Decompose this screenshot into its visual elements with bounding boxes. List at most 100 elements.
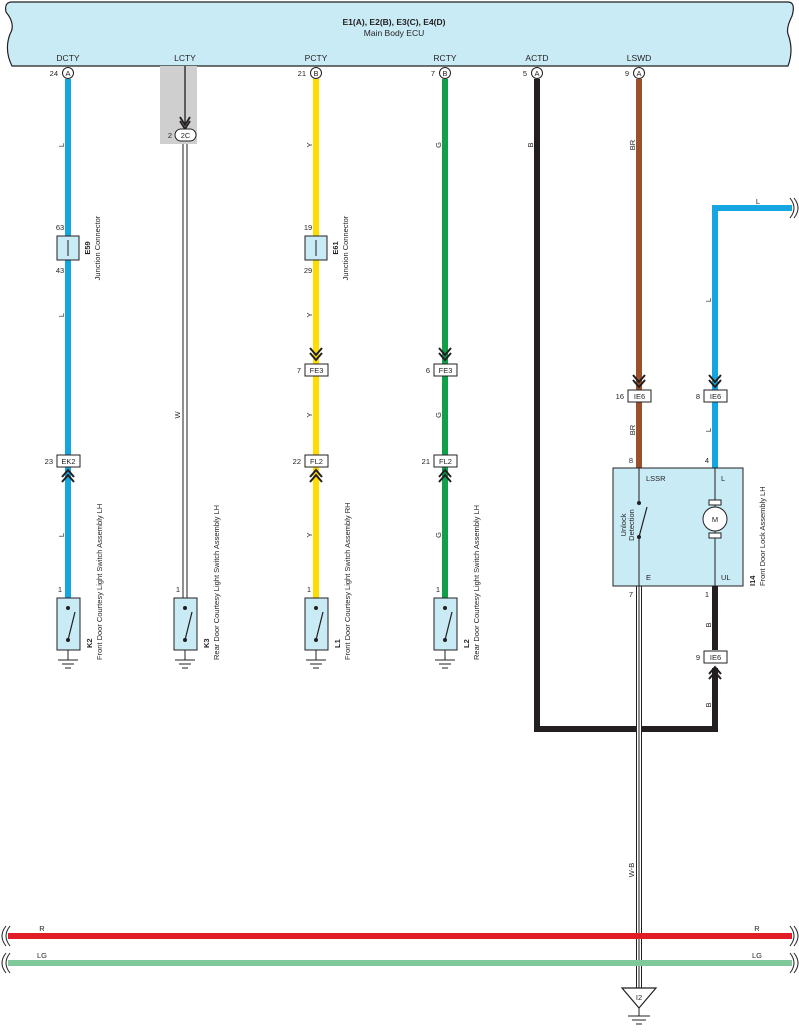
front-door-lock-assembly: 8 4 LSSR L E UL Unlock Detection M 7 1 I…: [612, 456, 767, 599]
fe3-p-pin: 7: [297, 366, 301, 375]
lock-detect-line1: Unlock: [619, 513, 628, 536]
fl2-p-label: FL2: [310, 457, 323, 466]
ground-icon: [620, 987, 658, 1009]
wire-label: L: [57, 313, 66, 317]
wire-label: B: [526, 142, 535, 147]
wire-label: L: [57, 143, 66, 147]
terminal-name-pcty: PCTY: [305, 53, 328, 63]
switch-k2: 1 K2 Front Door Courtesy Light Switch As…: [56, 504, 104, 669]
wire-label: BR: [628, 424, 637, 435]
terminal-conn-actd: A: [534, 69, 539, 78]
l1-name: Front Door Courtesy Light Switch Assembl…: [343, 502, 352, 660]
junction-2c: 2C 2: [168, 116, 197, 142]
ecu-subtitle: Main Body ECU: [364, 28, 424, 38]
junction-2c-label: 2C: [181, 131, 191, 140]
lock-term-l: L: [721, 474, 725, 483]
junction-e61: 19 29 E61 Junction Connector: [304, 215, 350, 280]
k2-name: Front Door Courtesy Light Switch Assembl…: [95, 504, 104, 660]
connector-ie6-l: IE6 8: [696, 374, 728, 403]
conn-circle-pcty: [310, 67, 322, 79]
fl2-p-pin: 22: [293, 457, 301, 466]
k3-pin: 1: [176, 585, 180, 594]
terminal-name-dcty: DCTY: [56, 53, 79, 63]
ie6-b-label: IE6: [710, 653, 721, 662]
lock-motor: M: [712, 515, 718, 524]
k3-name: Rear Door Courtesy Light Switch Assembly…: [212, 505, 221, 660]
wire-label: R: [39, 924, 45, 933]
e61-code: E61: [331, 241, 340, 254]
l1-pin: 1: [307, 585, 311, 594]
main-body-ecu: E1(A), E2(B), E3(C), E4(D) Main Body ECU…: [5, 1, 794, 67]
terminal-name-lswd: LSWD: [627, 53, 652, 63]
e59-top-pin: 63: [56, 223, 64, 232]
lock-pin-lssr: 8: [629, 456, 633, 465]
ground-label: I2: [636, 993, 642, 1002]
bus-break-marks: [1, 197, 799, 974]
k3-code: K3: [202, 638, 211, 648]
ground-point-i2: I2: [620, 987, 658, 1025]
l1-code: L1: [333, 639, 342, 648]
ie6-b-pin: 9: [696, 653, 700, 662]
wire-label: B: [704, 702, 713, 707]
wire-label: Y: [305, 412, 314, 417]
wire-label: G: [434, 532, 443, 538]
wire-label: G: [434, 412, 443, 418]
ie6-l-pin: 8: [696, 392, 700, 401]
terminal-conn-lswd: A: [636, 69, 641, 78]
wire-label: Y: [305, 312, 314, 317]
fe3-p-label: FE3: [310, 366, 324, 375]
ek2-label: EK2: [61, 457, 75, 466]
wires: [8, 66, 792, 988]
conn-circle-lswd: [633, 67, 645, 79]
switch-k3: 1 K3 Rear Door Courtesy Light Switch Ass…: [173, 505, 221, 669]
terminal-name-rcty: RCTY: [433, 53, 456, 63]
wire-label: G: [434, 142, 443, 148]
terminal-pin-dcty: 24: [50, 69, 58, 78]
terminal-pin-rcty: 7: [431, 69, 435, 78]
connector-fl2-rcty: FL2 21: [422, 454, 458, 483]
wire-label: LG: [37, 951, 47, 960]
wire-label: BR: [628, 139, 637, 150]
switch-l1: 1 L1 Front Door Courtesy Light Switch As…: [304, 502, 352, 669]
e59-code: E59: [83, 241, 92, 254]
connector-ie6-b: IE6 9: [696, 650, 728, 680]
wire-label: Y: [305, 532, 314, 537]
wire-label: L: [704, 298, 713, 302]
terminal-conn-pcty: B: [313, 69, 318, 78]
terminal-pin-actd: 5: [523, 69, 527, 78]
lock-name: Front Door Lock Assembly LH: [758, 486, 767, 586]
ie6-l-label: IE6: [710, 392, 721, 401]
connector-fl2-pcty: FL2 22: [293, 454, 329, 483]
wire-label: R: [754, 924, 760, 933]
wire-label: L: [57, 533, 66, 537]
wire-label: W: [173, 411, 182, 419]
l2-pin: 1: [436, 585, 440, 594]
lock-pin-ul: 1: [705, 590, 709, 599]
fe3-r-label: FE3: [439, 366, 453, 375]
lock-detect-line2: Detection: [627, 509, 636, 541]
wire-label: L: [756, 197, 760, 206]
e61-top-pin: 19: [304, 223, 312, 232]
wire-label: Y: [305, 142, 314, 147]
wire-label: B: [704, 622, 713, 627]
terminal-conn-rcty: B: [442, 69, 447, 78]
ie6-br-pin: 16: [616, 392, 624, 401]
terminal-conn-dcty: A: [65, 69, 70, 78]
lock-pin-e: 7: [629, 590, 633, 599]
ecu-terminals: 24 A 17 21 B 7 B 5 A 9 A: [50, 67, 645, 80]
connector-fe3-pcty: FE3 7: [297, 347, 329, 377]
e61-name: Junction Connector: [341, 215, 350, 280]
switch-l2: 1 L2 Rear Door Courtesy Light Switch Ass…: [433, 505, 481, 669]
motor-icon: [702, 506, 728, 532]
k2-code: K2: [85, 638, 94, 648]
e59-name: Junction Connector: [93, 215, 102, 280]
lock-term-e: E: [646, 573, 651, 582]
connector-ek2: EK2 23: [45, 454, 81, 483]
fl2-r-label: FL2: [439, 457, 452, 466]
terminal-name-actd: ACTD: [525, 53, 548, 63]
junction-e59: 63 43 E59 Junction Connector: [56, 215, 102, 280]
l2-name: Rear Door Courtesy Light Switch Assembly…: [472, 505, 481, 660]
connector-ie6-br: IE6 16: [616, 374, 652, 403]
ie6-br-label: IE6: [634, 392, 645, 401]
